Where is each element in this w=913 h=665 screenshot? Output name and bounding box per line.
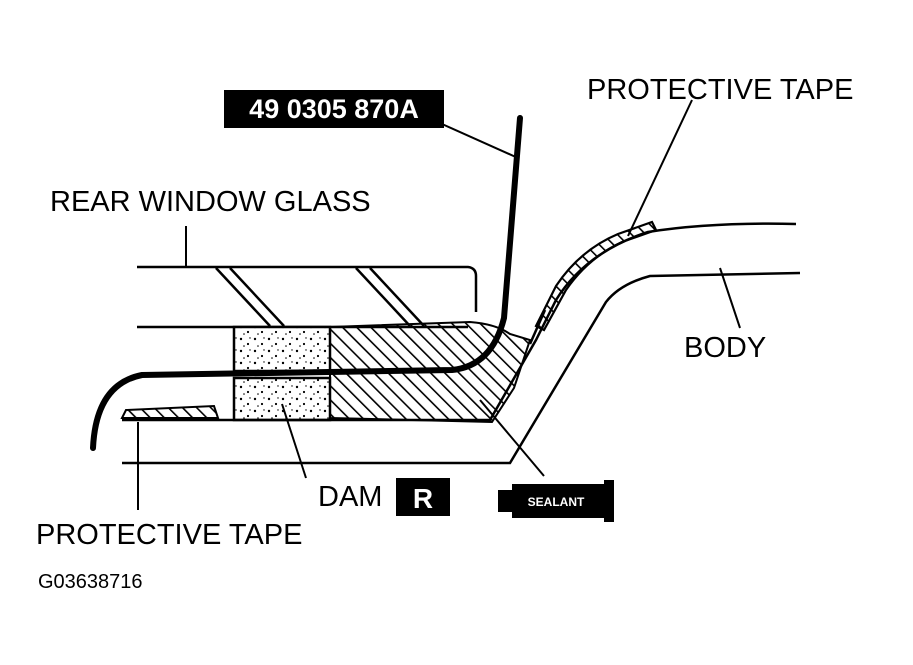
- leader-lines: [137, 99, 741, 510]
- cutting-wire: [90, 115, 523, 451]
- rear-window-glass: [137, 265, 478, 329]
- label-protective-tape-top: PROTECTIVE TAPE: [587, 74, 853, 106]
- label-dam: DAM: [318, 481, 382, 513]
- dam: [232, 325, 332, 422]
- replace-badge-letter: R: [413, 483, 433, 514]
- protective-tape-glass: [120, 404, 220, 419]
- label-body: BODY: [684, 332, 766, 364]
- replace-badge: R: [396, 478, 450, 516]
- tool-number-box: 49 0305 870A: [224, 90, 444, 128]
- sealant-tube-label: SEALANT: [528, 495, 585, 509]
- protective-tape-body: [534, 220, 658, 332]
- figure-code: G03638716: [38, 571, 143, 593]
- label-rear-window-glass: REAR WINDOW GLASS: [50, 186, 371, 218]
- tool-number: 49 0305 870A: [249, 94, 419, 124]
- sealant-tube-icon: SEALANT: [498, 480, 614, 522]
- label-protective-tape-bottom: PROTECTIVE TAPE: [36, 519, 302, 551]
